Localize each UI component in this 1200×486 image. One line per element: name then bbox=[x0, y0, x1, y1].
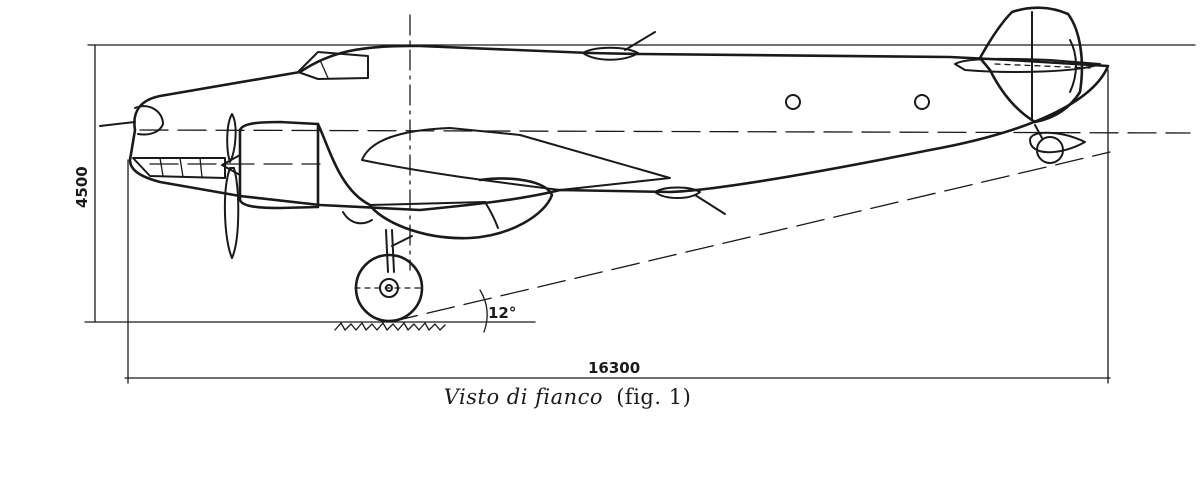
propeller-spinner bbox=[221, 154, 241, 176]
grass-marks bbox=[334, 322, 446, 331]
wing-fairing bbox=[361, 127, 671, 191]
dorsal-turret bbox=[582, 46, 639, 61]
fuselage-window-1 bbox=[785, 94, 801, 110]
nacelle-rear bbox=[316, 122, 554, 240]
propeller-blade-bottom bbox=[223, 167, 240, 259]
fuselage-outline bbox=[128, 44, 1110, 212]
canopy-frame bbox=[319, 59, 329, 79]
nose-bump bbox=[134, 105, 164, 136]
propeller-blade-top bbox=[226, 113, 237, 163]
tail-fin bbox=[978, 6, 1084, 124]
engine-nacelle bbox=[238, 120, 320, 210]
fuselage-window-2 bbox=[914, 94, 930, 110]
gear-strut bbox=[385, 229, 389, 273]
angle-arc bbox=[479, 289, 488, 333]
fuselage-axis-line bbox=[139, 129, 1191, 134]
angle-label: 12° bbox=[488, 304, 516, 322]
gear-strut-2 bbox=[391, 229, 395, 273]
dorsal-gun bbox=[624, 31, 656, 51]
nacelle-panel bbox=[484, 201, 499, 229]
figure-caption: Visto di fianco (fig. 1) bbox=[0, 385, 1135, 409]
caption-main: Visto di fianco bbox=[443, 385, 604, 409]
nose-window-div-3 bbox=[199, 157, 203, 178]
ventral-gun bbox=[694, 194, 726, 215]
cockpit-canopy bbox=[297, 51, 369, 80]
tail-clearance-line bbox=[389, 151, 1111, 323]
caption-figure: (fig. 1) bbox=[616, 385, 692, 409]
nose-glazing bbox=[132, 157, 226, 179]
nose-window-div-1 bbox=[159, 157, 164, 177]
nose-window-div-2 bbox=[179, 157, 184, 178]
tail-wheel-strut bbox=[1034, 124, 1043, 139]
nose-gun bbox=[99, 121, 136, 127]
length-dimension-label: 16300 bbox=[588, 359, 640, 377]
horizontal-stabilizer bbox=[954, 57, 1101, 73]
cowling-line bbox=[369, 201, 486, 206]
rudder-tab bbox=[1069, 39, 1077, 93]
exhaust-scoop bbox=[342, 211, 373, 225]
tail-wheel bbox=[1036, 136, 1064, 164]
ventral-fairing bbox=[654, 186, 701, 199]
height-dimension-label: 4500 bbox=[73, 166, 91, 208]
gear-brace bbox=[391, 235, 413, 247]
